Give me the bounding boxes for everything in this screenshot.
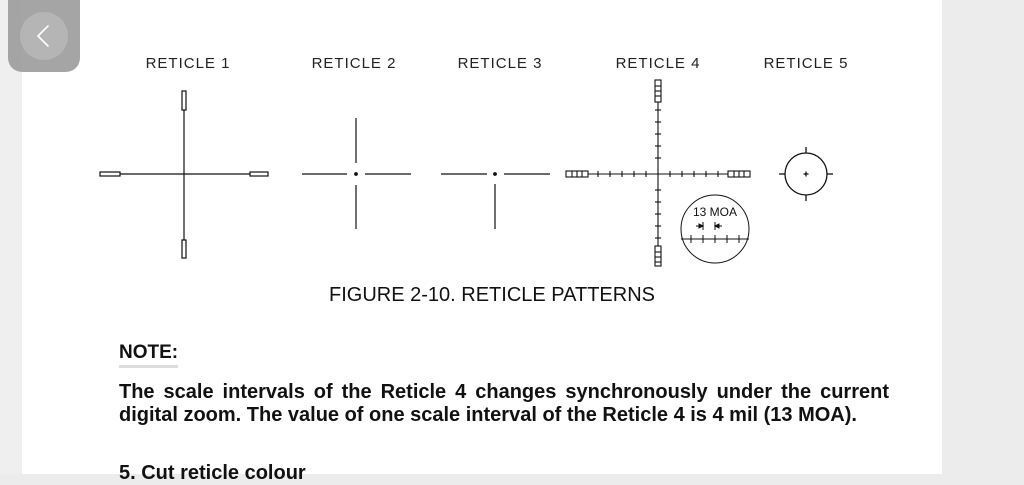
reticle-4-label: RETICLE 4 xyxy=(615,55,701,72)
back-button[interactable] xyxy=(8,0,80,72)
reticle-3-drawing xyxy=(441,172,550,229)
reticle-1-label: RETICLE 1 xyxy=(145,55,231,72)
reticle-2-drawing xyxy=(302,118,411,229)
chevron-left-icon xyxy=(37,25,49,47)
document-page: RETICLE 1 RETICLE 2 RETICLE 3 RETICLE 4 … xyxy=(22,0,942,484)
note-text: The scale intervals of the Reticle 4 cha… xyxy=(119,381,889,426)
reticle-3-label: RETICLE 3 xyxy=(457,55,543,72)
left-gutter xyxy=(0,0,22,474)
back-button-circle xyxy=(20,12,68,60)
note-label: NOTE: xyxy=(119,342,179,368)
reticle-1-drawing xyxy=(99,90,269,259)
reticle-2-label: RETICLE 2 xyxy=(311,55,397,72)
figure-caption: FIGURE 2-10. RETICLE PATTERNS xyxy=(329,284,655,306)
reticle-4-inset xyxy=(680,194,750,264)
inset-label: 13 MOA xyxy=(693,205,737,219)
right-gutter xyxy=(942,0,1024,474)
reticle-5-drawing xyxy=(779,147,833,201)
reticle-4-drawing xyxy=(565,79,751,267)
reticle-5-label: RETICLE 5 xyxy=(763,55,849,72)
reticle-figure: 13 MOA xyxy=(99,79,833,267)
